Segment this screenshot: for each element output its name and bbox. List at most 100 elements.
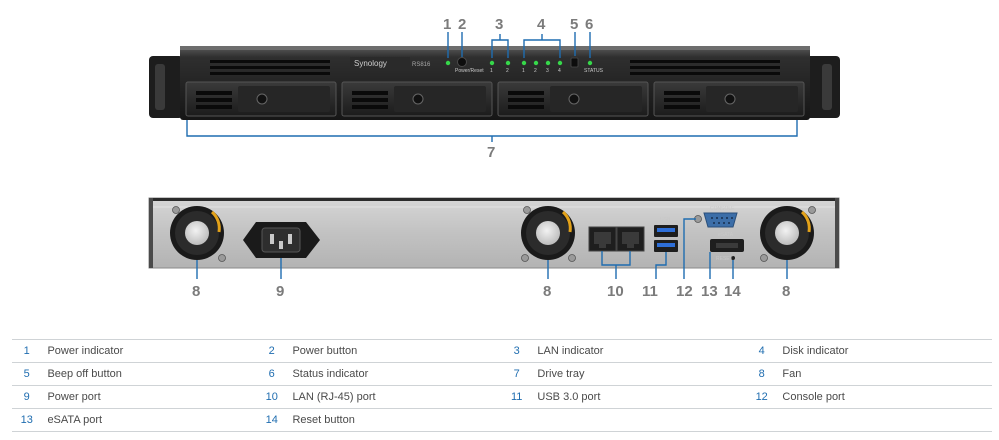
disk-indicator-label-1: 1 <box>522 68 525 74</box>
legend-label: Disk indicator <box>776 339 992 363</box>
front-panel: Synology RS816 Power/Reset 1 2 1 2 3 4 <box>149 46 840 120</box>
usb-ports[interactable]: USB <box>654 217 678 252</box>
legend-number: 13 <box>12 408 42 432</box>
front-chassis <box>180 46 810 120</box>
lan-indicator-2 <box>505 60 511 66</box>
callout-fan-middle: 8 <box>543 283 551 300</box>
disk-indicator-2 <box>533 60 539 66</box>
component-legend: 1 Power indicator 2 Power button 3 LAN i… <box>12 339 992 432</box>
tray-lock-icon <box>568 93 580 105</box>
legend-label: Power button <box>286 339 502 363</box>
disk-indicators: 1 2 3 4 <box>521 60 563 74</box>
legend-row: 5 Beep off button 6 Status indicator 7 D… <box>12 362 992 386</box>
beep-off-button[interactable] <box>570 57 579 68</box>
callout-power-port: 9 <box>276 283 284 300</box>
legend-label: Console port <box>776 385 992 409</box>
lan-port-1[interactable]: LAN 1 <box>588 220 617 252</box>
model-label: RS816 <box>412 62 431 68</box>
callout-power-button: 2 <box>458 16 466 33</box>
legend-number: 3 <box>502 339 532 363</box>
power-button-label: Power/Reset <box>455 68 484 74</box>
legend-label: Power port <box>41 385 257 409</box>
legend-number: 12 <box>746 385 777 409</box>
legend-number: 2 <box>257 339 287 363</box>
callout-lan-indicator: 3 <box>495 16 503 33</box>
legend-label: Drive tray <box>531 362 747 386</box>
status-indicator-label: STATUS <box>584 68 604 74</box>
disk-indicator-label-4: 4 <box>558 68 561 74</box>
lan-indicator-label-2: 2 <box>506 68 509 74</box>
disk-indicator-label-3: 3 <box>546 68 549 74</box>
disk-indicator-4 <box>557 60 563 66</box>
legend-number <box>502 408 532 432</box>
legend-number: 10 <box>257 385 287 409</box>
callout-esata-port: 13 <box>701 283 718 300</box>
tray-lock-icon <box>412 93 424 105</box>
legend-number: 6 <box>257 362 287 386</box>
lan-port-2-label: LAN 2 <box>621 220 635 226</box>
console-port[interactable]: CONSOLE <box>694 206 738 228</box>
tray-lock-icon <box>256 93 268 105</box>
esata-label: eSATA <box>718 232 734 238</box>
left-rack-ear <box>149 56 183 118</box>
lan-indicators: 1 2 <box>489 60 511 74</box>
drive-tray-3[interactable] <box>497 81 649 117</box>
legend-row: 13 eSATA port 14 Reset button <box>12 408 992 432</box>
callout-status-indicator: 6 <box>585 16 593 33</box>
fan-left <box>170 206 226 262</box>
callout-lan-port: 10 <box>607 283 624 300</box>
legend-label: eSATA port <box>41 408 257 432</box>
legend-label: Fan <box>776 362 992 386</box>
legend-number: 1 <box>12 339 42 363</box>
disk-indicator-3 <box>545 60 551 66</box>
legend-label <box>531 408 747 432</box>
console-label: CONSOLE <box>710 206 735 212</box>
usb-label: USB <box>660 217 671 223</box>
fan-right <box>760 206 816 262</box>
power-indicator <box>445 60 451 66</box>
reset-label: RESET <box>716 256 733 262</box>
reset-button[interactable]: RESET <box>716 256 735 262</box>
front-vent-right <box>630 60 780 75</box>
legend-number: 5 <box>12 362 42 386</box>
legend-number <box>746 408 777 432</box>
legend-row: 1 Power indicator 2 Power button 3 LAN i… <box>12 339 992 363</box>
legend-label: Status indicator <box>286 362 502 386</box>
legend-label: Power indicator <box>41 339 257 363</box>
disk-indicator-label-2: 2 <box>534 68 537 74</box>
tray-lock-icon <box>724 93 736 105</box>
hardware-overview-diagram: Synology RS816 Power/Reset 1 2 1 2 3 4 <box>148 16 840 300</box>
callout-disk-indicator: 4 <box>537 16 546 33</box>
callout-usb-port: 11 <box>642 283 658 300</box>
legend-label: USB 3.0 port <box>531 385 747 409</box>
lan-indicator-1 <box>489 60 495 66</box>
callout-reset-button: 14 <box>724 283 741 300</box>
callout-fan-left: 8 <box>192 283 200 300</box>
power-button[interactable]: Power/Reset <box>455 57 484 75</box>
drive-tray-2[interactable] <box>341 81 493 117</box>
legend-label: LAN (RJ-45) port <box>286 385 502 409</box>
lan-port-2[interactable]: LAN 2 <box>616 220 645 252</box>
power-port[interactable] <box>243 222 320 258</box>
esata-port[interactable]: eSATA <box>710 232 744 252</box>
legend-number: 7 <box>502 362 532 386</box>
lan-indicator-label-1: 1 <box>490 68 493 74</box>
drive-tray-1[interactable] <box>185 81 337 117</box>
legend-number: 4 <box>746 339 777 363</box>
callout-console-port: 12 <box>676 283 693 300</box>
callout-beep-off-button: 5 <box>570 16 578 33</box>
drive-tray-4[interactable] <box>653 81 805 117</box>
status-indicator: STATUS <box>584 60 604 74</box>
legend-number: 14 <box>257 408 287 432</box>
legend-number: 8 <box>746 362 777 386</box>
lan-port-1-label: LAN 1 <box>593 220 607 226</box>
callout-drive-tray: 7 <box>487 144 495 161</box>
legend-number: 9 <box>12 385 42 409</box>
legend-label <box>776 408 992 432</box>
callout-power-indicator: 1 <box>443 16 451 33</box>
right-rack-ear <box>806 56 840 118</box>
legend-number: 11 <box>502 385 532 409</box>
brand-logo: Synology <box>354 59 387 68</box>
legend-label: Reset button <box>286 408 502 432</box>
rear-panel: LAN 1 LAN 2 USB CONSOLE eSA <box>148 197 840 269</box>
